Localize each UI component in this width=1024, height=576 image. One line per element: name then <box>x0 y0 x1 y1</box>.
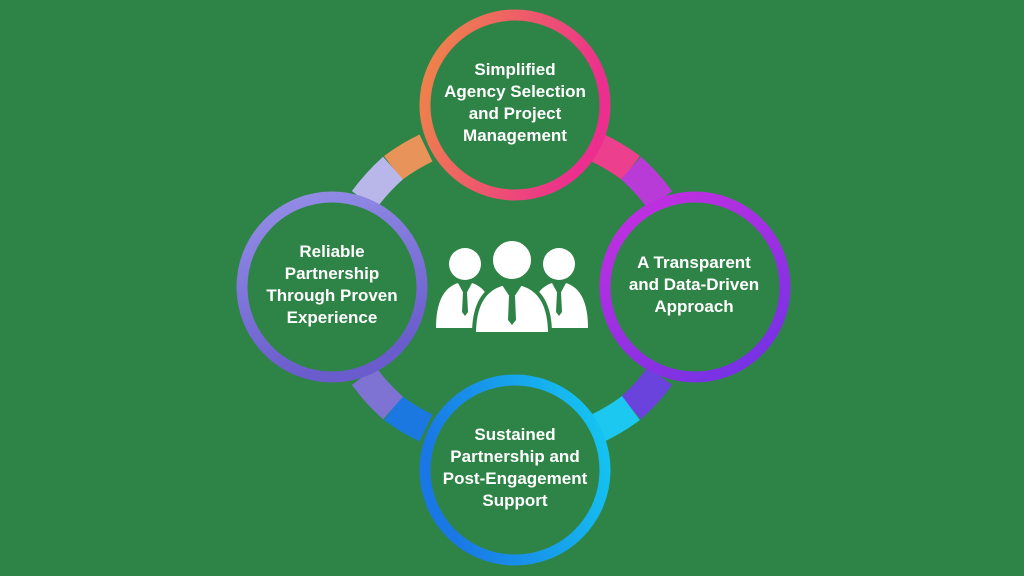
connector-left-bottom <box>351 366 404 420</box>
node-circle-top <box>419 9 611 201</box>
connector-right-top <box>620 156 673 210</box>
node-circle-right <box>599 191 791 383</box>
node-circle-bottom <box>419 374 611 566</box>
connector-right-bottom <box>620 366 673 420</box>
node-label-bottom: Sustained Partnership and Post-Engagemen… <box>442 425 588 510</box>
node-label-left: Reliable Partnership Through Proven Expe… <box>266 242 398 327</box>
connector-left-top <box>351 156 404 210</box>
connector-bottom-left <box>384 395 433 442</box>
node-circle-left <box>236 191 428 383</box>
node-label-top: Simplified Agency Selection and Project … <box>444 60 586 145</box>
business-team-icon <box>436 237 588 336</box>
connector-top-left <box>384 134 433 181</box>
node-label-right: A Transparent and Data-Driven Approach <box>628 253 760 316</box>
